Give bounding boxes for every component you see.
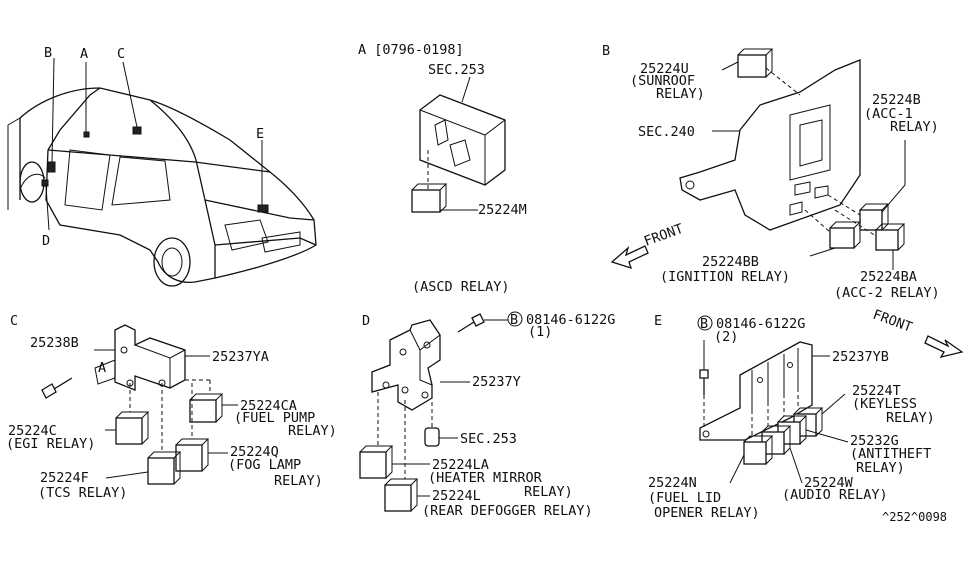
part-25224f: 25224F	[40, 470, 89, 486]
rear-defogger-desc: (REAR DEFOGGER RELAY)	[422, 503, 593, 519]
section-e-drawing	[699, 335, 964, 484]
fuel-pump-desc-2: RELAY)	[288, 423, 337, 439]
part-25224ca: 25224CA	[240, 398, 297, 414]
part-25224u: 25224U	[640, 61, 689, 77]
acc1-desc-1: (ACC-1	[864, 106, 913, 122]
bolt-qty-e: (2)	[714, 329, 738, 345]
part-25224ba: 25224BA	[860, 269, 917, 285]
fuel-lid-desc-1: (FUEL LID	[648, 490, 721, 506]
bolt-mark-e: B	[700, 316, 708, 332]
bolt-mark-circle-e	[697, 315, 713, 331]
part-25224m: 25224M	[478, 202, 527, 218]
part-25224t: 25224T	[852, 383, 901, 399]
part-25224c: 25224C	[8, 423, 57, 439]
section-b-heading: B	[602, 43, 610, 59]
fog-lamp-desc-2: RELAY)	[274, 473, 323, 489]
part-08146-6122g-d: 08146-6122G	[526, 312, 615, 328]
view-label-b: B	[44, 45, 52, 61]
section-a-sec: SEC.253	[428, 62, 485, 78]
section-e-heading: E	[654, 313, 662, 329]
sunroof-desc-2: RELAY)	[656, 86, 705, 102]
part-25237yb: 25237YB	[832, 349, 889, 365]
heater-mirror-desc-1: (HEATER MIRROR	[428, 470, 543, 486]
part-25238b: 25238B	[30, 335, 79, 351]
part-25237ya: 25237YA	[212, 349, 269, 365]
part-25224bb: 25224BB	[702, 254, 759, 270]
audio-relay-desc: (AUDIO RELAY)	[782, 487, 888, 503]
fuel-lid-desc-2: OPENER RELAY)	[654, 505, 760, 521]
car-illustration	[7, 57, 317, 287]
fog-lamp-desc-1: (FOG LAMP	[228, 457, 301, 473]
ignition-relay-desc: (IGNITION RELAY)	[660, 269, 790, 285]
section-c-heading: C	[10, 313, 18, 329]
egi-relay-desc: (EGI RELAY)	[6, 436, 95, 452]
bolt-mark-circle-d	[507, 311, 523, 327]
view-label-a: A	[80, 46, 88, 62]
part-25224n: 25224N	[648, 475, 697, 491]
tcs-relay-desc: (TCS RELAY)	[38, 485, 127, 501]
part-25224w: 25224W	[804, 475, 854, 491]
part-25224l: 25224L	[432, 488, 481, 504]
part-25237y: 25237Y	[472, 374, 521, 390]
diagram-code: ^252^0098	[882, 510, 947, 524]
section-d-heading: D	[362, 313, 370, 329]
acc1-desc-2: RELAY)	[890, 119, 939, 135]
section-a-heading: A [0796-0198]	[358, 42, 464, 58]
antitheft-desc-2: RELAY)	[856, 460, 905, 476]
view-label-e: E	[256, 126, 264, 142]
antitheft-desc-1: (ANTITHEFT	[850, 446, 931, 462]
view-label-c: C	[117, 46, 125, 62]
section-d-sec: SEC.253	[460, 431, 517, 447]
fuel-pump-desc-1: (FUEL PUMP	[234, 410, 315, 426]
part-25232g: 25232G	[850, 433, 899, 449]
part-08146-6122g-e: 08146-6122G	[716, 316, 805, 332]
sunroof-desc-1: (SUNROOF	[630, 73, 695, 89]
bolt-qty-d: (1)	[528, 324, 552, 340]
keyless-desc-2: RELAY)	[886, 410, 935, 426]
section-b-drawing	[610, 48, 906, 270]
ascd-relay-caption: (ASCD RELAY)	[412, 279, 510, 295]
section-c-drawing	[41, 324, 238, 485]
keyless-desc-1: (KEYLESS	[852, 396, 917, 412]
part-25224la: 25224LA	[432, 457, 489, 473]
section-d-drawing	[359, 313, 508, 512]
front-label-b: FRONT	[642, 221, 686, 250]
section-a-drawing	[411, 76, 506, 213]
part-25224b: 25224B	[872, 92, 921, 108]
acc2-relay-desc: (ACC-2 RELAY)	[834, 285, 940, 301]
bracket-tag-a: A	[98, 360, 106, 376]
front-label-e: FRONT	[871, 307, 915, 336]
part-25224q: 25224Q	[230, 444, 279, 460]
view-label-d: D	[42, 233, 50, 249]
section-b-sec: SEC.240	[638, 124, 695, 140]
heater-mirror-desc-2: RELAY)	[524, 484, 573, 500]
bolt-mark-d: B	[510, 312, 518, 328]
